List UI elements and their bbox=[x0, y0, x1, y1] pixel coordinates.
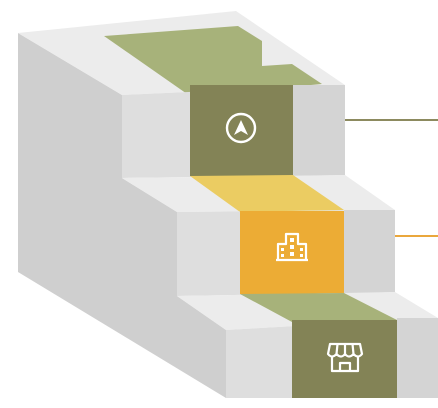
middle-tier-right-side bbox=[344, 210, 395, 294]
top-tier-right-side bbox=[293, 85, 345, 176]
bottom-tier-right-side bbox=[397, 318, 438, 398]
bottom-tier-olive-front bbox=[292, 320, 397, 398]
